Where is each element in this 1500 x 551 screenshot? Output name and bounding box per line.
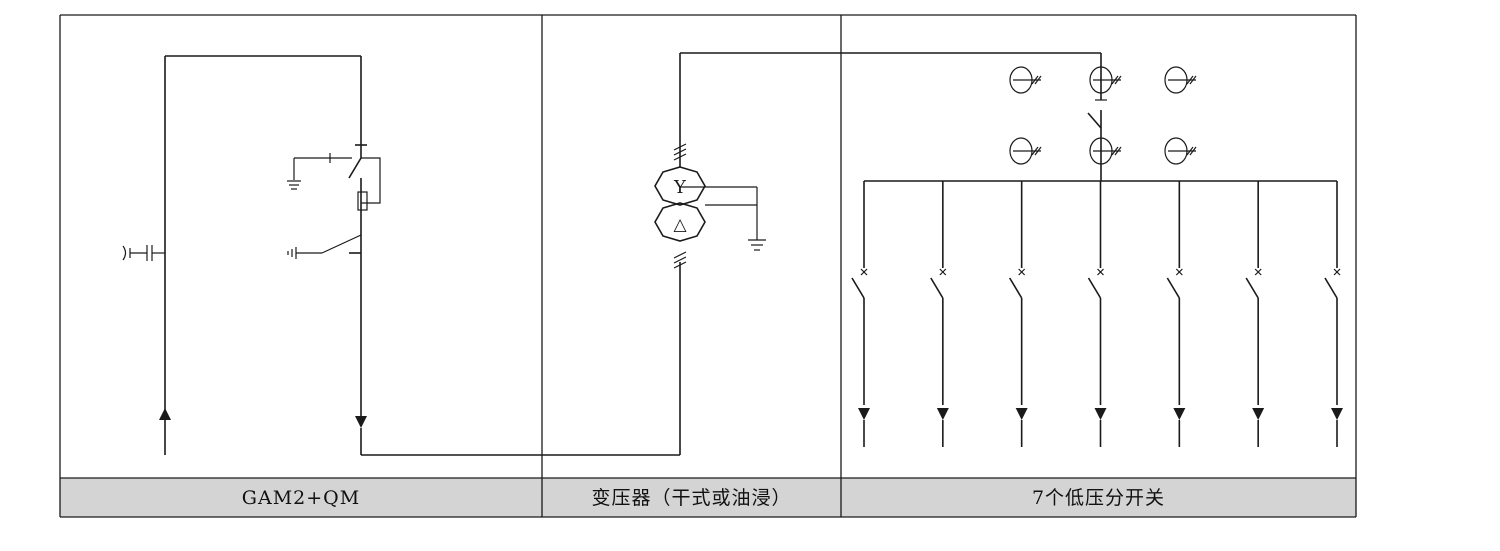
incoming-arrow (159, 408, 171, 420)
footer-band (60, 478, 1356, 517)
capacitor-indicator (122, 245, 165, 261)
current-meter (1009, 66, 1042, 94)
branch-switch (1166, 181, 1186, 447)
branch-switch (1245, 181, 1265, 447)
load-break-switch (348, 144, 367, 420)
primary-winding (654, 166, 706, 206)
current-meter (1089, 137, 1122, 165)
transformer-circuit: Y △ (654, 52, 1101, 455)
fuse (357, 157, 381, 211)
current-meter (1009, 137, 1042, 165)
panel-label-transformer: 变压器（干式或油浸） (591, 487, 792, 509)
outgoing-arrow (355, 416, 367, 428)
current-meters (1009, 66, 1197, 165)
current-meter (1164, 137, 1197, 165)
delta-symbol: △ (673, 215, 687, 235)
current-meter (1089, 66, 1122, 94)
gam2-qm-circuit (122, 55, 680, 456)
secondary-winding (654, 202, 706, 242)
branch-switch (930, 181, 949, 447)
branch-switch (851, 181, 870, 447)
branch-switch (1087, 181, 1107, 447)
lv-phase-ticks (673, 251, 687, 269)
earthing-switch (287, 153, 352, 190)
neutral-earth (680, 186, 766, 251)
branch-switch (1008, 181, 1028, 447)
frame (59, 14, 1357, 518)
panel-label-gam2-qm: GAM2+QM (241, 487, 361, 509)
panel-label-low-voltage-switches: 7个低压分开关 (1031, 487, 1166, 509)
branch-switches (851, 181, 1343, 447)
branch-switch (1324, 181, 1343, 447)
low-voltage-circuit (851, 53, 1343, 447)
current-meter (1164, 66, 1197, 94)
lower-earthing-switch (287, 234, 362, 259)
hv-phase-ticks (673, 143, 687, 161)
